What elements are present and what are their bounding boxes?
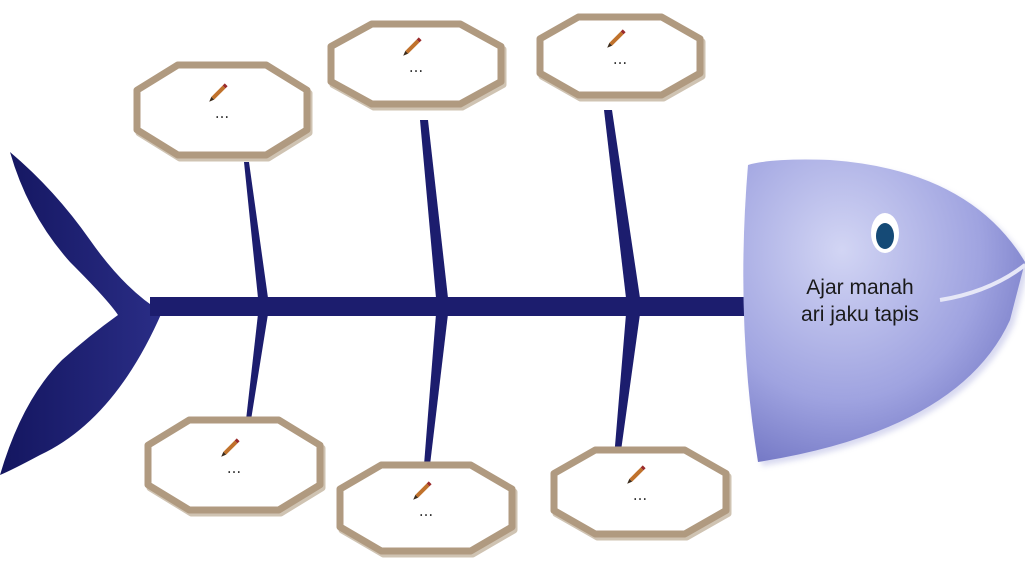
cause-text: ... bbox=[419, 502, 433, 520]
pencil-icon[interactable] bbox=[626, 465, 646, 485]
cause-box-frame bbox=[536, 13, 704, 99]
pencil-icon[interactable] bbox=[220, 438, 240, 458]
cause-text: ... bbox=[227, 459, 241, 477]
pencil-icon[interactable] bbox=[402, 37, 422, 57]
pencil-icon[interactable] bbox=[606, 29, 626, 49]
cause-box-bottom-3[interactable]: ... bbox=[550, 446, 732, 541]
problem-line-2: ari jaku tapis bbox=[801, 303, 919, 326]
cause-box-bottom-1[interactable]: ... bbox=[144, 416, 326, 517]
cause-box-top-2[interactable]: ... bbox=[327, 20, 507, 111]
pencil-icon[interactable] bbox=[208, 83, 228, 103]
problem-statement[interactable]: Ajar manah ari jaku tapis bbox=[770, 274, 950, 328]
fish-spine bbox=[150, 297, 790, 316]
fish-tail bbox=[0, 152, 162, 475]
cause-text: ... bbox=[215, 104, 229, 122]
cause-box-frame bbox=[327, 20, 505, 108]
cause-box-bottom-2[interactable]: ... bbox=[336, 461, 518, 558]
cause-text: ... bbox=[409, 58, 423, 76]
fish-ribs bbox=[244, 110, 640, 465]
cause-box-frame bbox=[133, 61, 311, 159]
fish-head bbox=[743, 159, 1025, 466]
cause-box-top-1[interactable]: ... bbox=[133, 61, 313, 162]
cause-box-frame bbox=[336, 461, 516, 555]
cause-text: ... bbox=[613, 50, 627, 68]
pencil-icon[interactable] bbox=[412, 481, 432, 501]
cause-box-top-3[interactable]: ... bbox=[536, 13, 706, 102]
problem-line-1: Ajar manah bbox=[806, 276, 914, 299]
fish-mouth bbox=[939, 263, 1025, 302]
cause-box-frame bbox=[550, 446, 730, 538]
cause-text: ... bbox=[633, 486, 647, 504]
cause-box-frame bbox=[144, 416, 324, 514]
